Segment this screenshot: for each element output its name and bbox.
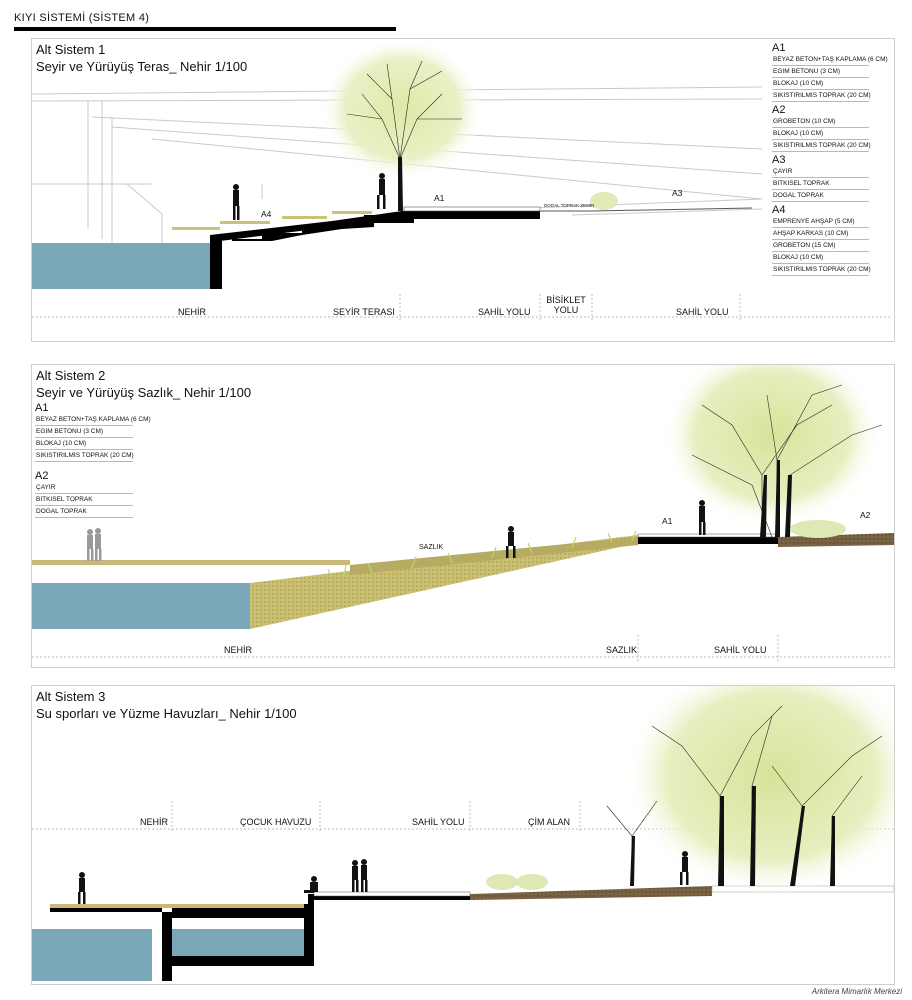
people-silhouettes: [233, 173, 386, 220]
section-drawing-1: [32, 39, 892, 321]
tag-sazlik: SAZLIK: [419, 544, 444, 551]
zone-sahil-yolu: SAHİL YOLU: [412, 817, 465, 827]
people-silhouettes: [78, 851, 689, 904]
title-underline-bar: [14, 27, 396, 31]
tree-branches: [346, 60, 462, 211]
credit-watermark: Arkitera Mimarlık Merkezi: [811, 987, 902, 996]
panel-alt-sistem-1: Alt Sistem 1 Seyir ve Yürüyüş Teras_ Neh…: [31, 38, 895, 342]
panel-alt-sistem-3: Alt Sistem 3 Su sporları ve Yüzme Havuzl…: [31, 685, 895, 985]
zone-nehir: NEHİR: [224, 645, 253, 655]
zone-sazlik: SAZLIK: [606, 645, 638, 655]
tag-a1: A1: [434, 193, 445, 203]
tree-canopy: [662, 365, 882, 527]
river-water: [32, 583, 250, 629]
zone-nehir: NEHİR: [140, 817, 169, 827]
tag-a2: A2: [860, 510, 871, 520]
tag-a3: A3: [672, 188, 683, 198]
panel-alt-sistem-2: Alt Sistem 2 Seyir ve Yürüyüş Sazlık_ Ne…: [31, 364, 895, 668]
zone-sahil-yolu-2: SAHİL YOLU: [676, 307, 729, 317]
legend-panel-2: A1 BEYAZ BETON+TAŞ KAPLAMA (6 CM)EGIM BE…: [35, 401, 151, 520]
zone-sahil-yolu: SAHİL YOLU: [714, 645, 767, 655]
zone-cocuk-havuzu: ÇOCUK HAVUZU: [240, 817, 312, 827]
zone-sahil-yolu-1: SAHİL YOLU: [478, 307, 531, 317]
tree-canopy: [320, 39, 484, 181]
tag-a1: A1: [662, 516, 673, 526]
child-pool-water: [172, 929, 304, 956]
page-title: KIYI SİSTEMİ (SİSTEM 4): [14, 12, 150, 24]
panel-1-title: Alt Sistem 1 Seyir ve Yürüyüş Teras_ Neh…: [36, 42, 248, 74]
zone-cim-alan: ÇİM ALAN: [528, 817, 571, 827]
river-water: [32, 929, 152, 981]
tag-dogal-toprak: DOGAL TOPRAK ZEMİN: [544, 203, 595, 208]
section-drawing-3: [32, 686, 894, 981]
zone-nehir: NEHİR: [178, 307, 207, 317]
legend-panel-1: A1 BEYAZ BETON+TAŞ KAPLAMA (6 CM)EGIM BE…: [772, 41, 888, 278]
tree-canopy: [622, 686, 894, 896]
panel-3-title: Alt Sistem 3 Su sporları ve Yüzme Havuzl…: [36, 689, 297, 721]
river-water: [32, 243, 210, 289]
tag-a4: A4: [261, 209, 272, 219]
section-drawing-2: [32, 365, 894, 661]
zone-seyir-terasi: SEYİR TERASI: [333, 307, 395, 317]
zone-bisiklet-yolu: BİSİKLET YOLU: [546, 295, 586, 315]
panel-2-title: Alt Sistem 2 Seyir ve Yürüyüş Sazlık_ Ne…: [36, 368, 252, 400]
